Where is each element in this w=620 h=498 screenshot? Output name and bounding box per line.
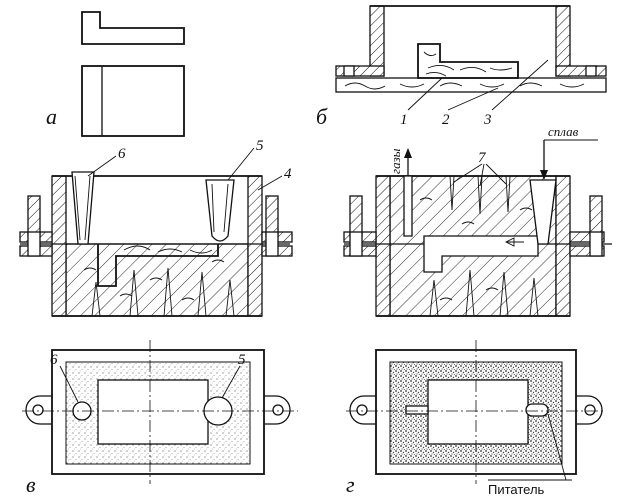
label-4: 4 <box>284 166 292 182</box>
label-6-bottom: 6 <box>50 352 58 368</box>
label-gases: газы <box>388 148 403 174</box>
label-alloy: сплав <box>548 124 579 139</box>
mold-assembly-right: газы сплав 7 <box>343 124 612 317</box>
label-5-top: 5 <box>256 138 264 154</box>
label-2: 2 <box>442 112 450 128</box>
label-1: 1 <box>400 112 408 128</box>
panel-g: Питатель г <box>346 340 606 497</box>
panel-b: 1 2 3 б <box>316 5 607 129</box>
label-6-top: 6 <box>118 146 126 162</box>
label-feeder: Питатель <box>488 482 545 497</box>
panel-g-label: г <box>346 472 355 497</box>
label-3: 3 <box>483 112 492 128</box>
panel-a: а <box>46 11 185 137</box>
label-5-bottom: 5 <box>238 352 246 368</box>
panel-v-label: в <box>26 472 36 497</box>
panel-v: 6 5 в <box>22 340 298 497</box>
label-7: 7 <box>478 150 487 166</box>
panel-b-label: б <box>316 104 328 129</box>
panel-a-label: а <box>46 104 57 129</box>
mold-assembly-left: 6 5 4 <box>19 138 293 317</box>
